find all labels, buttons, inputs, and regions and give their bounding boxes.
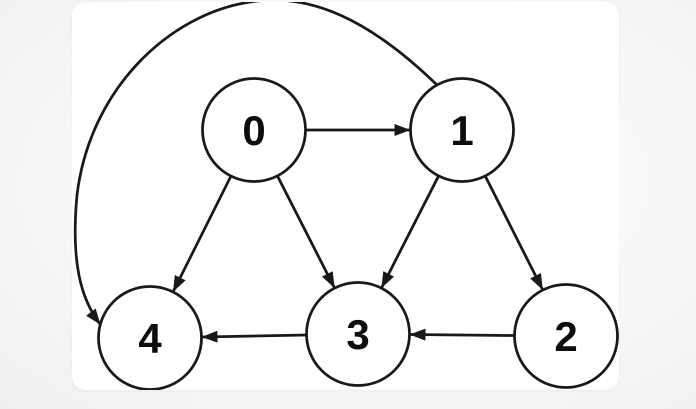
edge-1-to-3 bbox=[380, 175, 440, 289]
node-label-0: 0 bbox=[242, 107, 265, 154]
node-4: 4 bbox=[97, 285, 203, 390]
edge-0-to-4 bbox=[172, 175, 233, 292]
node-label-2: 2 bbox=[554, 313, 577, 360]
edge-0-to-3 bbox=[276, 175, 336, 289]
edge-2-to-3 bbox=[409, 328, 515, 341]
edge-3-to-4 bbox=[201, 330, 307, 343]
node-3: 3 bbox=[305, 281, 411, 387]
node-0: 0 bbox=[201, 77, 307, 183]
node-label-1: 1 bbox=[450, 107, 473, 154]
edge-1-to-2 bbox=[483, 175, 544, 291]
node-2: 2 bbox=[513, 283, 619, 389]
node-circle-4 bbox=[97, 285, 203, 390]
directed-graph-canvas: 0 1 2 3 4 bbox=[73, 2, 619, 390]
node-circle-0 bbox=[201, 77, 307, 183]
node-1: 1 bbox=[409, 77, 515, 183]
node-circle-2 bbox=[513, 283, 619, 389]
diagram-card: 0 1 2 3 4 bbox=[72, 2, 619, 390]
edge-1-to-4 bbox=[73, 2, 438, 325]
node-circle-1 bbox=[409, 77, 515, 183]
node-circle-3 bbox=[305, 281, 411, 387]
node-label-4: 4 bbox=[138, 315, 162, 362]
node-label-3: 3 bbox=[346, 311, 369, 358]
